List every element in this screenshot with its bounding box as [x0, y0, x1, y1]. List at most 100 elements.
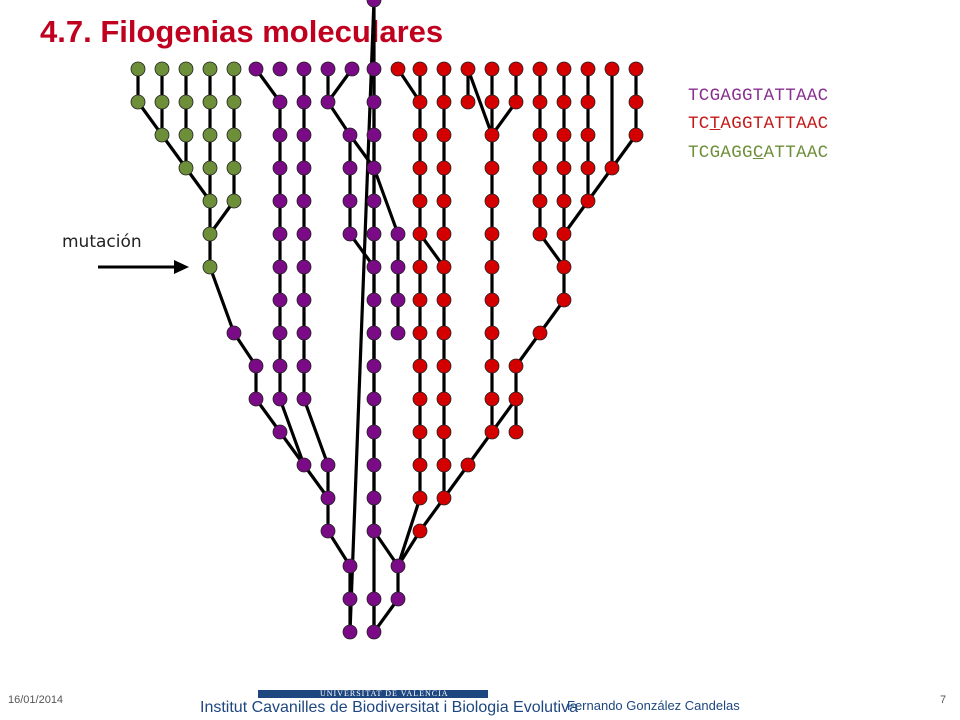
tree-node [436, 94, 452, 110]
tree-branch [372, 167, 400, 235]
tree-node [226, 325, 242, 341]
tree-node [460, 61, 476, 77]
tree-node [202, 61, 218, 77]
tree-node [508, 94, 524, 110]
tree-node [484, 259, 500, 275]
tree-node [202, 127, 218, 143]
tree-node [484, 61, 500, 77]
tree-node [366, 127, 382, 143]
tree-node [296, 193, 312, 209]
page-number: 7 [940, 694, 947, 706]
tree-node [226, 61, 242, 77]
tree-node [272, 160, 288, 176]
tree-node [320, 61, 336, 77]
tree-node [296, 94, 312, 110]
tree-node [320, 457, 336, 473]
tree-node [460, 94, 476, 110]
tree-node [484, 358, 500, 374]
tree-node [342, 160, 358, 176]
tree-node [484, 391, 500, 407]
tree-node [532, 61, 548, 77]
tree-node [412, 358, 428, 374]
tree-node [390, 591, 406, 607]
tree-branch [278, 398, 306, 466]
tree-node [580, 127, 596, 143]
tree-node [436, 457, 452, 473]
tree-node [342, 226, 358, 242]
tree-node [604, 160, 620, 176]
tree-branch [466, 68, 494, 136]
tree-node [178, 61, 194, 77]
institute-name: Institut Cavanilles de Biodiversitat i B… [200, 699, 578, 716]
tree-node [484, 226, 500, 242]
tree-node [296, 226, 312, 242]
tree-node [272, 391, 288, 407]
tree-node [556, 61, 572, 77]
tree-node [436, 259, 452, 275]
tree-node [436, 226, 452, 242]
tree-node [412, 490, 428, 506]
tree-node [532, 226, 548, 242]
tree-node [436, 391, 452, 407]
tree-node [202, 193, 218, 209]
tree-node [130, 94, 146, 110]
tree-node [296, 457, 312, 473]
tree-node [604, 61, 620, 77]
mutation-label: mutación [62, 232, 142, 252]
sequence-ancestral: TCGAGGTATTAAC [688, 86, 829, 106]
tree-node [484, 292, 500, 308]
tree-node [532, 127, 548, 143]
tree-node [366, 424, 382, 440]
tree-node [412, 94, 428, 110]
tree-node [556, 94, 572, 110]
tree-node [320, 94, 336, 110]
tree-node [436, 490, 452, 506]
tree-node [366, 160, 382, 176]
tree-node [436, 358, 452, 374]
tree-node [178, 127, 194, 143]
tree-node [390, 61, 406, 77]
tree-node [202, 160, 218, 176]
tree-node [366, 457, 382, 473]
tree-node [296, 160, 312, 176]
tree-node [556, 226, 572, 242]
tree-node [226, 94, 242, 110]
tree-node [272, 358, 288, 374]
tree-node [296, 292, 312, 308]
tree-node [202, 259, 218, 275]
tree-node [296, 358, 312, 374]
tree-node [296, 61, 312, 77]
tree-node [484, 94, 500, 110]
tree-node [532, 94, 548, 110]
tree-node [296, 391, 312, 407]
tree-node [532, 193, 548, 209]
tree-node [320, 490, 336, 506]
tree-node [580, 193, 596, 209]
tree-node [366, 259, 382, 275]
tree-node [556, 127, 572, 143]
tree-node [154, 61, 170, 77]
tree-node [226, 127, 242, 143]
tree-node [390, 558, 406, 574]
tree-node [556, 259, 572, 275]
tree-node [320, 523, 336, 539]
tree-node [342, 624, 358, 640]
tree-branch [302, 398, 330, 466]
tree-node [580, 61, 596, 77]
tree-node [412, 424, 428, 440]
tree-node [202, 94, 218, 110]
tree-node [272, 259, 288, 275]
tree-node [366, 94, 382, 110]
tree-node [460, 457, 476, 473]
tree-node [484, 424, 500, 440]
tree-node [248, 391, 264, 407]
slide-title: 4.7. Filogenias moleculares [40, 14, 444, 49]
tree-node [130, 61, 146, 77]
tree-node [508, 424, 524, 440]
tree-node [366, 325, 382, 341]
tree-node [272, 226, 288, 242]
tree-node [412, 226, 428, 242]
tree-node [412, 259, 428, 275]
